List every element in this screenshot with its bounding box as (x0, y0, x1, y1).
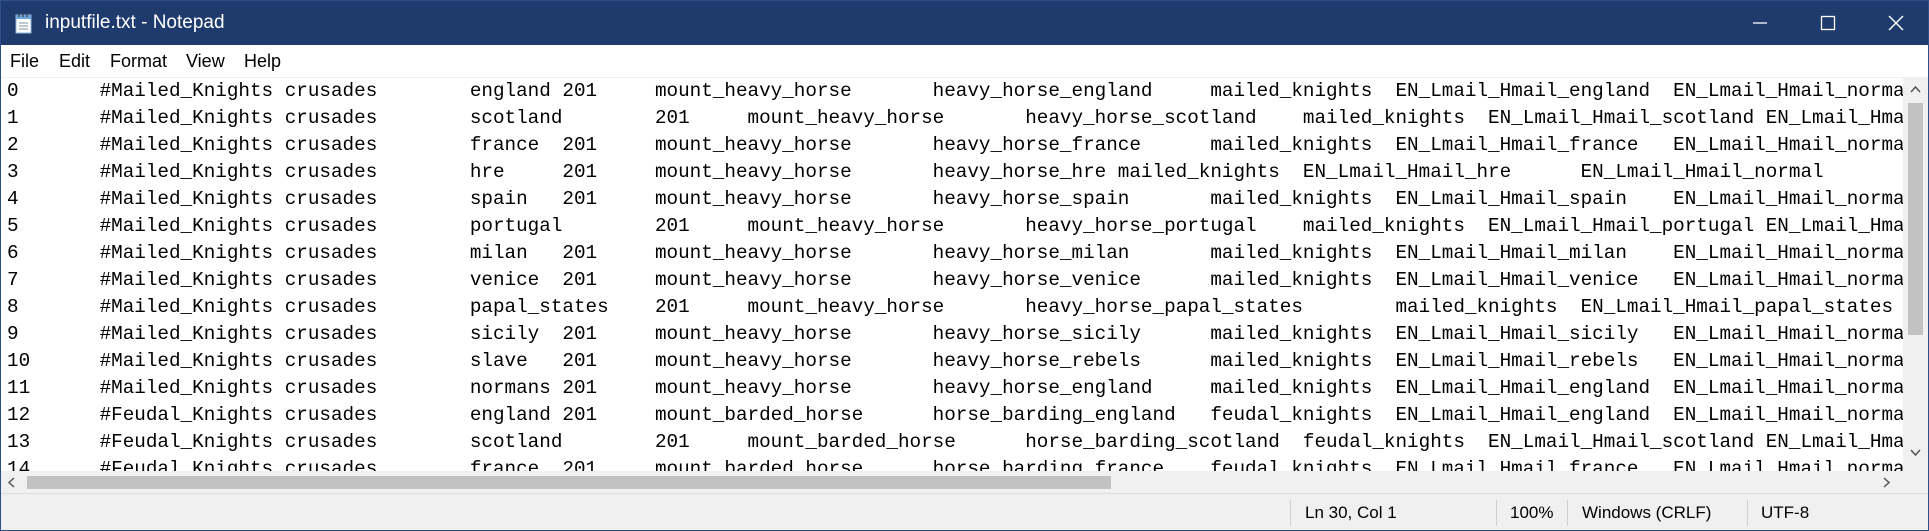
status-divider (1496, 500, 1497, 526)
scroll-right-arrow-icon[interactable] (1883, 477, 1891, 488)
menu-file[interactable]: File (10, 51, 40, 71)
zoom-level: 100% (1510, 503, 1554, 522)
text-line: 12 #Feudal_Knights crusades england 201 … (7, 404, 1903, 426)
text-line: 1 #Mailed_Knights crusades scotland 201 … (7, 107, 1903, 129)
text-line: 3 #Mailed_Knights crusades hre 201 mount… (7, 161, 1824, 183)
scroll-down-arrow-icon[interactable] (1910, 449, 1921, 457)
scroll-up-arrow-icon[interactable] (1910, 85, 1921, 93)
text-line: 7 #Mailed_Knights crusades venice 201 mo… (7, 269, 1903, 291)
menu-view[interactable]: View (186, 51, 225, 71)
window-title: inputfile.txt - Notepad (45, 12, 225, 33)
text-line: 0 #Mailed_Knights crusades england 201 m… (7, 80, 1903, 102)
notepad-icon (15, 12, 33, 34)
close-button[interactable] (1862, 1, 1928, 45)
scrollbar-corner (1903, 471, 1928, 493)
vertical-scrollbar[interactable] (1903, 77, 1928, 471)
minimize-button[interactable] (1726, 1, 1794, 45)
text-line: 10 #Mailed_Knights crusades slave 201 mo… (7, 350, 1903, 372)
text-line: 11 #Mailed_Knights crusades normans 201 … (7, 377, 1903, 399)
menu-format[interactable]: Format (110, 51, 168, 71)
horizontal-scrollbar[interactable] (1, 471, 1903, 493)
status-bar: Ln 30, Col 1 100% Windows (CRLF) UTF-8 (1, 493, 1928, 530)
text-line: 13 #Feudal_Knights crusades scotland 201… (7, 431, 1903, 453)
horizontal-scroll-thumb[interactable] (27, 476, 1111, 489)
status-divider (1567, 500, 1568, 526)
maximize-button[interactable] (1794, 1, 1862, 45)
menu-help[interactable]: Help (244, 51, 282, 71)
text-line: 8 #Mailed_Knights crusades papal_states … (7, 296, 1894, 318)
text-line: 2 #Mailed_Knights crusades france 201 mo… (7, 134, 1903, 156)
vertical-scroll-thumb[interactable] (1908, 103, 1923, 335)
text-line: 6 #Mailed_Knights crusades milan 201 mou… (7, 242, 1903, 264)
status-divider (1290, 500, 1291, 526)
close-icon (1888, 15, 1904, 31)
maximize-icon (1820, 15, 1836, 31)
status-divider (1747, 500, 1748, 526)
text-line: 14 #Feudal_Knights crusades france 201 m… (7, 458, 1903, 472)
cursor-position: Ln 30, Col 1 (1305, 503, 1397, 522)
menu-bar: File Edit Format View Help (1, 45, 1928, 77)
text-line: 9 #Mailed_Knights crusades sicily 201 mo… (7, 323, 1903, 345)
scroll-left-arrow-icon[interactable] (7, 477, 15, 488)
menu-edit[interactable]: Edit (59, 51, 91, 71)
encoding: UTF-8 (1761, 503, 1810, 522)
line-ending: Windows (CRLF) (1582, 503, 1712, 522)
title-bar[interactable]: inputfile.txt - Notepad (1, 1, 1928, 45)
text-line: 4 #Mailed_Knights crusades spain 201 mou… (7, 188, 1903, 210)
text-editor[interactable]: 0 #Mailed_Knights crusades england 201 m… (1, 77, 1903, 472)
text-line: 5 #Mailed_Knights crusades portugal 201 … (7, 215, 1903, 237)
minimize-icon (1753, 22, 1767, 24)
